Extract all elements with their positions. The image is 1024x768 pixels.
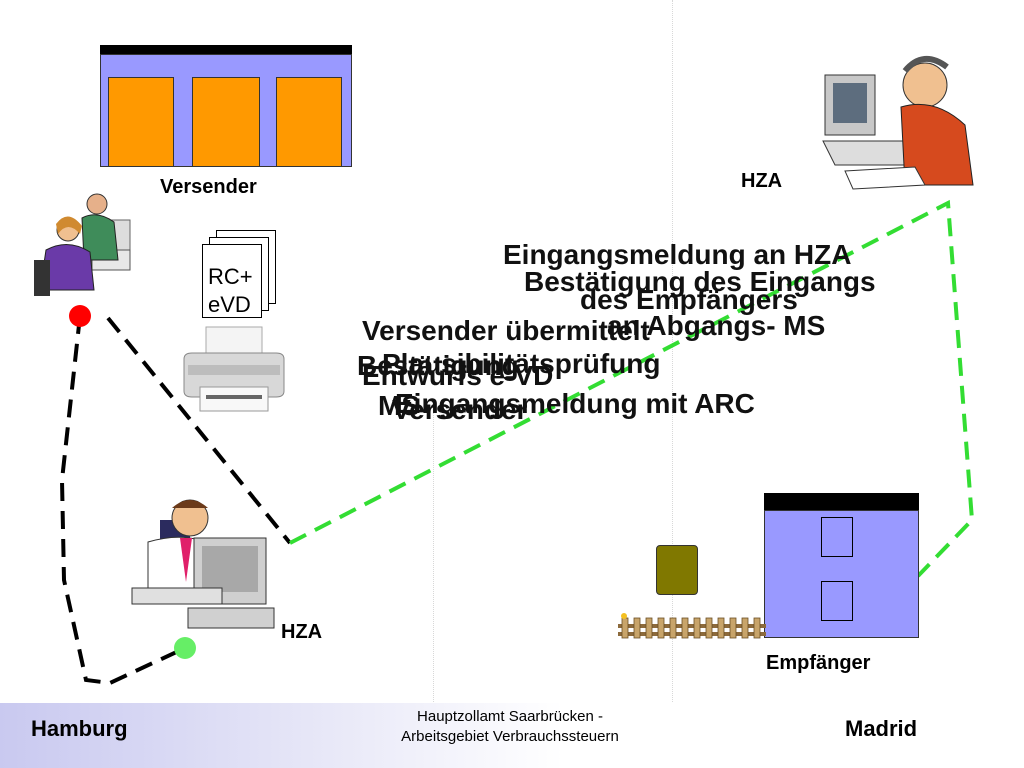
text-ms: MS (378, 390, 420, 421)
receiver-window-2 (821, 581, 853, 621)
doc-label-rc: RC+ (208, 264, 253, 289)
city-hamburg: Hamburg (31, 716, 128, 741)
fence-icon (618, 613, 766, 639)
vertical-guide-right (672, 0, 673, 768)
receiver-window-1 (821, 517, 853, 557)
doc-label-evd: eVD (208, 292, 251, 317)
hza-bottom-label: HZA (281, 621, 323, 643)
footer-line-2: Arbeitsgebiet Verbrauchssteuern (401, 728, 619, 745)
text-eingangsmeldung-hza: Eingangsmeldung an HZA (503, 239, 852, 270)
sender-door-2 (192, 77, 260, 167)
text-plausibilitaetspruefung: Plausibilitätsprüfung (382, 348, 661, 379)
footer-line-1: Hauptzollamt Saarbrücken - (417, 708, 603, 725)
route-black-to-hza (106, 316, 292, 545)
text-versender: Versender (392, 394, 528, 425)
receiver-label: Empfänger (766, 652, 871, 674)
text-versender-uebermittelt: Versender übermittelt (362, 315, 650, 346)
hza-dot (174, 637, 196, 659)
text-bestaetigung: Bestätigung (357, 350, 519, 381)
city-madrid: Madrid (845, 716, 918, 741)
text-bestaetigung-eingangs: Bestätigung des Eingangs (524, 266, 876, 297)
route-black-dashed (59, 315, 186, 686)
hza-officer-bottom-icon (131, 499, 275, 629)
sender-label: Versender (160, 176, 257, 198)
hza-officer-top-icon (822, 56, 974, 190)
text-entwurfs-evd: Entwurfs e-VD (362, 360, 554, 391)
goods-container (656, 545, 698, 595)
text-an-abgangs-ms: an Abgangs- MS (607, 310, 826, 341)
footer-bar (0, 703, 1024, 768)
text-des-empfaengers: des Empfängers (580, 284, 798, 315)
vertical-guide-left (433, 400, 434, 768)
doc-page-front (202, 244, 262, 318)
hza-top-label: HZA (741, 170, 783, 192)
start-dot (69, 305, 91, 327)
sender-door-1 (108, 77, 174, 167)
route-green-dashed (289, 199, 975, 578)
printer-icon (183, 326, 285, 412)
receiver-roof (764, 493, 919, 510)
sender-roof (100, 45, 352, 54)
sender-door-3 (276, 77, 342, 167)
text-eingangsmeldung-arc: Eingangsmeldung mit ARC (395, 388, 755, 419)
sender-people-icon (34, 193, 131, 296)
